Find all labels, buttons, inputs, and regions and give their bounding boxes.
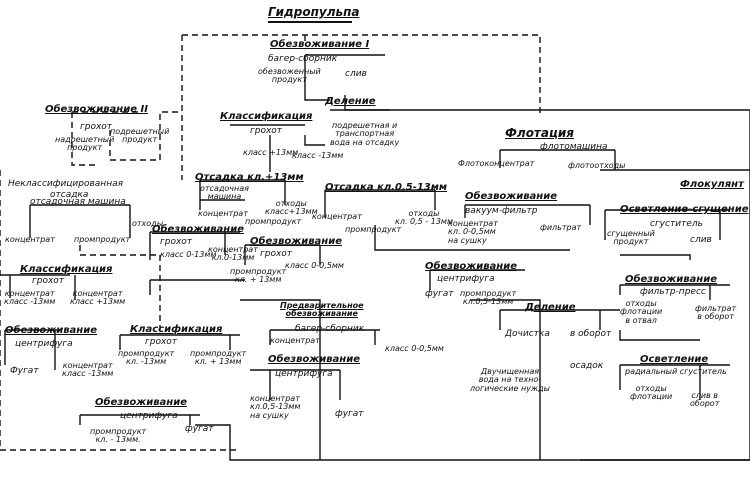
waste-05-13: отходы кл. 0,5 - 13мм (395, 209, 453, 227)
concentrate1: концентрат (5, 235, 55, 244)
concentrate-dry2: концентрат кл.0,5-13мм на сушку (250, 394, 301, 420)
filter-press: фильтр-пресс (640, 287, 706, 297)
jig-machine: отсадочная машина (30, 197, 126, 207)
class-0-05b: класс 0-0,5мм (385, 344, 444, 353)
jig-05-13-heading: Отсадка кл.0,5-13мм (325, 182, 448, 193)
dewater-press-heading: Обезвоживание (625, 274, 718, 285)
waste-plus13: отходы класс+13мм (265, 199, 318, 217)
clarify-thicken-heading: Осветление-сгущение (620, 204, 749, 215)
screen6: грохот (145, 337, 178, 347)
filtrate1: фильтрат (540, 223, 582, 232)
division1-heading: Деление (325, 96, 376, 107)
concentrate-plus13: концентрат класс +13мм (70, 289, 126, 307)
screen5: грохот (32, 276, 65, 286)
flot-machine: флотомашина (540, 142, 608, 152)
concentrate-dry: концентрат кл. 0-0,5мм на сушку (448, 219, 498, 245)
centrifuge3: центрифуга (275, 369, 333, 379)
concentrate-minus13: концентрат класс -13мм (4, 289, 56, 307)
dewater-cent4-heading: Обезвоживание (95, 397, 188, 408)
middlings-05-13: промпродукт кл.0,5-13мм (460, 289, 517, 307)
screen4: грохот (260, 249, 293, 259)
filtrate-recycle: фильтрат в оборот (695, 304, 737, 322)
dewatered-product: обезвоженный продукт (258, 67, 321, 85)
middlings-minus13: промпродукт кл. -13мм (118, 349, 175, 367)
flotation-heading: Флотация (505, 126, 574, 140)
jig-plus13-heading: Отсадка кл.+13мм (195, 172, 304, 183)
dewater-cent2-heading: Обезвоживание (5, 325, 98, 336)
purified-water: Двучищенная вода на техно- логические ну… (470, 367, 550, 393)
tails-waste: отходы флотации в отвал (620, 299, 663, 325)
screen1: грохот (80, 122, 113, 132)
dewater-cent1-heading: Обезвоживание (425, 261, 518, 272)
undersize-transport-water: подрешетная и транспортная вода на отсад… (330, 121, 400, 147)
to-recycle1: в оборот (570, 329, 612, 339)
dredge-sump1: багер-сборник (268, 54, 338, 64)
fugate2: Фугат (10, 366, 39, 376)
thickener: сгуститель (650, 219, 703, 229)
middlings-minus13b: промпродукт кл. - 13мм. (90, 427, 147, 445)
dewater4-heading: Обезвоживание (250, 236, 343, 247)
top-up: Дочистка (505, 329, 550, 339)
concentrate2: концентрат (198, 209, 248, 218)
fugate3: фугат (335, 409, 364, 419)
dewater-cent3-heading: Обезвоживание (268, 354, 361, 365)
concentrate5: концентрат (270, 336, 320, 345)
thickened-product: сгущенный продукт (607, 229, 655, 247)
vacuum-filter: вакуум-фильтр (465, 206, 538, 216)
centrifuge1: центрифуга (437, 274, 495, 284)
screen3: грохот (160, 237, 193, 247)
unclassified-jig-line1: Неклассифицированная (8, 179, 124, 189)
dredge-sump2: багер-сборник (295, 324, 365, 334)
pre-dewater-heading: Предварительное обезвоживание (280, 301, 364, 319)
radial-thickener: радиальный сгуститель (625, 367, 727, 376)
overflow1: слив (345, 69, 367, 79)
class-minus13: класс -13мм (292, 151, 344, 160)
flot-concentrate: Флотоконцентрат (458, 159, 535, 168)
waste1: отходы (132, 219, 164, 228)
centrifuge2: центрифуга (15, 339, 73, 349)
division2-heading: Деление (525, 302, 576, 313)
middlings3: промпродукт (345, 225, 402, 234)
fugate1: фугат (425, 289, 454, 299)
screen2: грохот (250, 126, 283, 136)
class-0-13: класс 0-13мм (160, 250, 217, 259)
fugate4: фугат (185, 424, 214, 434)
flocculant-heading: Флокулянт (680, 179, 744, 190)
centrifuge4: центрифуга (120, 411, 178, 421)
middlings1: промпродукт (74, 235, 131, 244)
class-0-05a: класс 0-0,5мм (285, 261, 344, 270)
class-plus13: класс +13мм (243, 148, 299, 157)
middlings-plus13: промпродукт кл. + 13мм (230, 267, 287, 285)
dewater1-heading: Обезвоживание I (270, 39, 370, 50)
overflow2: слив (690, 235, 712, 245)
concentrate-minus13c: концентрат класс -13мм (62, 361, 114, 379)
classify3-heading: Классификация (130, 324, 223, 335)
undersize-product: подрешетный продукт (110, 127, 170, 145)
oversize-product: надрешетный продукт (55, 135, 115, 153)
concentrate3: концентрат (312, 212, 362, 221)
classify2-heading: Классификация (20, 264, 113, 275)
unclassified-jig-line2: отсадка (50, 190, 89, 200)
tails-flotation: отходы флотации (630, 384, 673, 402)
title: Гидропульпа (268, 5, 360, 19)
concentrate4: концентрат кл.0-13мм (208, 245, 258, 263)
dewater2-heading: Обезвоживание II (45, 104, 148, 115)
dewater3-heading: Обезвоживание (152, 224, 245, 235)
middlings2: промпродукт (245, 217, 302, 226)
jig-machine2: отсадочная машина (200, 184, 249, 202)
middlings-plus13b: промпродукт кл. + 13мм (190, 349, 247, 367)
sediment: осадок (570, 361, 604, 371)
flot-tailings: флотоотходы (568, 161, 626, 170)
clarify-heading: Осветление (640, 354, 709, 365)
overflow-recycle: слив в оборот (690, 391, 720, 409)
dewater-vacuum-heading: Обезвоживание (465, 191, 558, 202)
classify1-heading: Классификация (220, 111, 313, 122)
